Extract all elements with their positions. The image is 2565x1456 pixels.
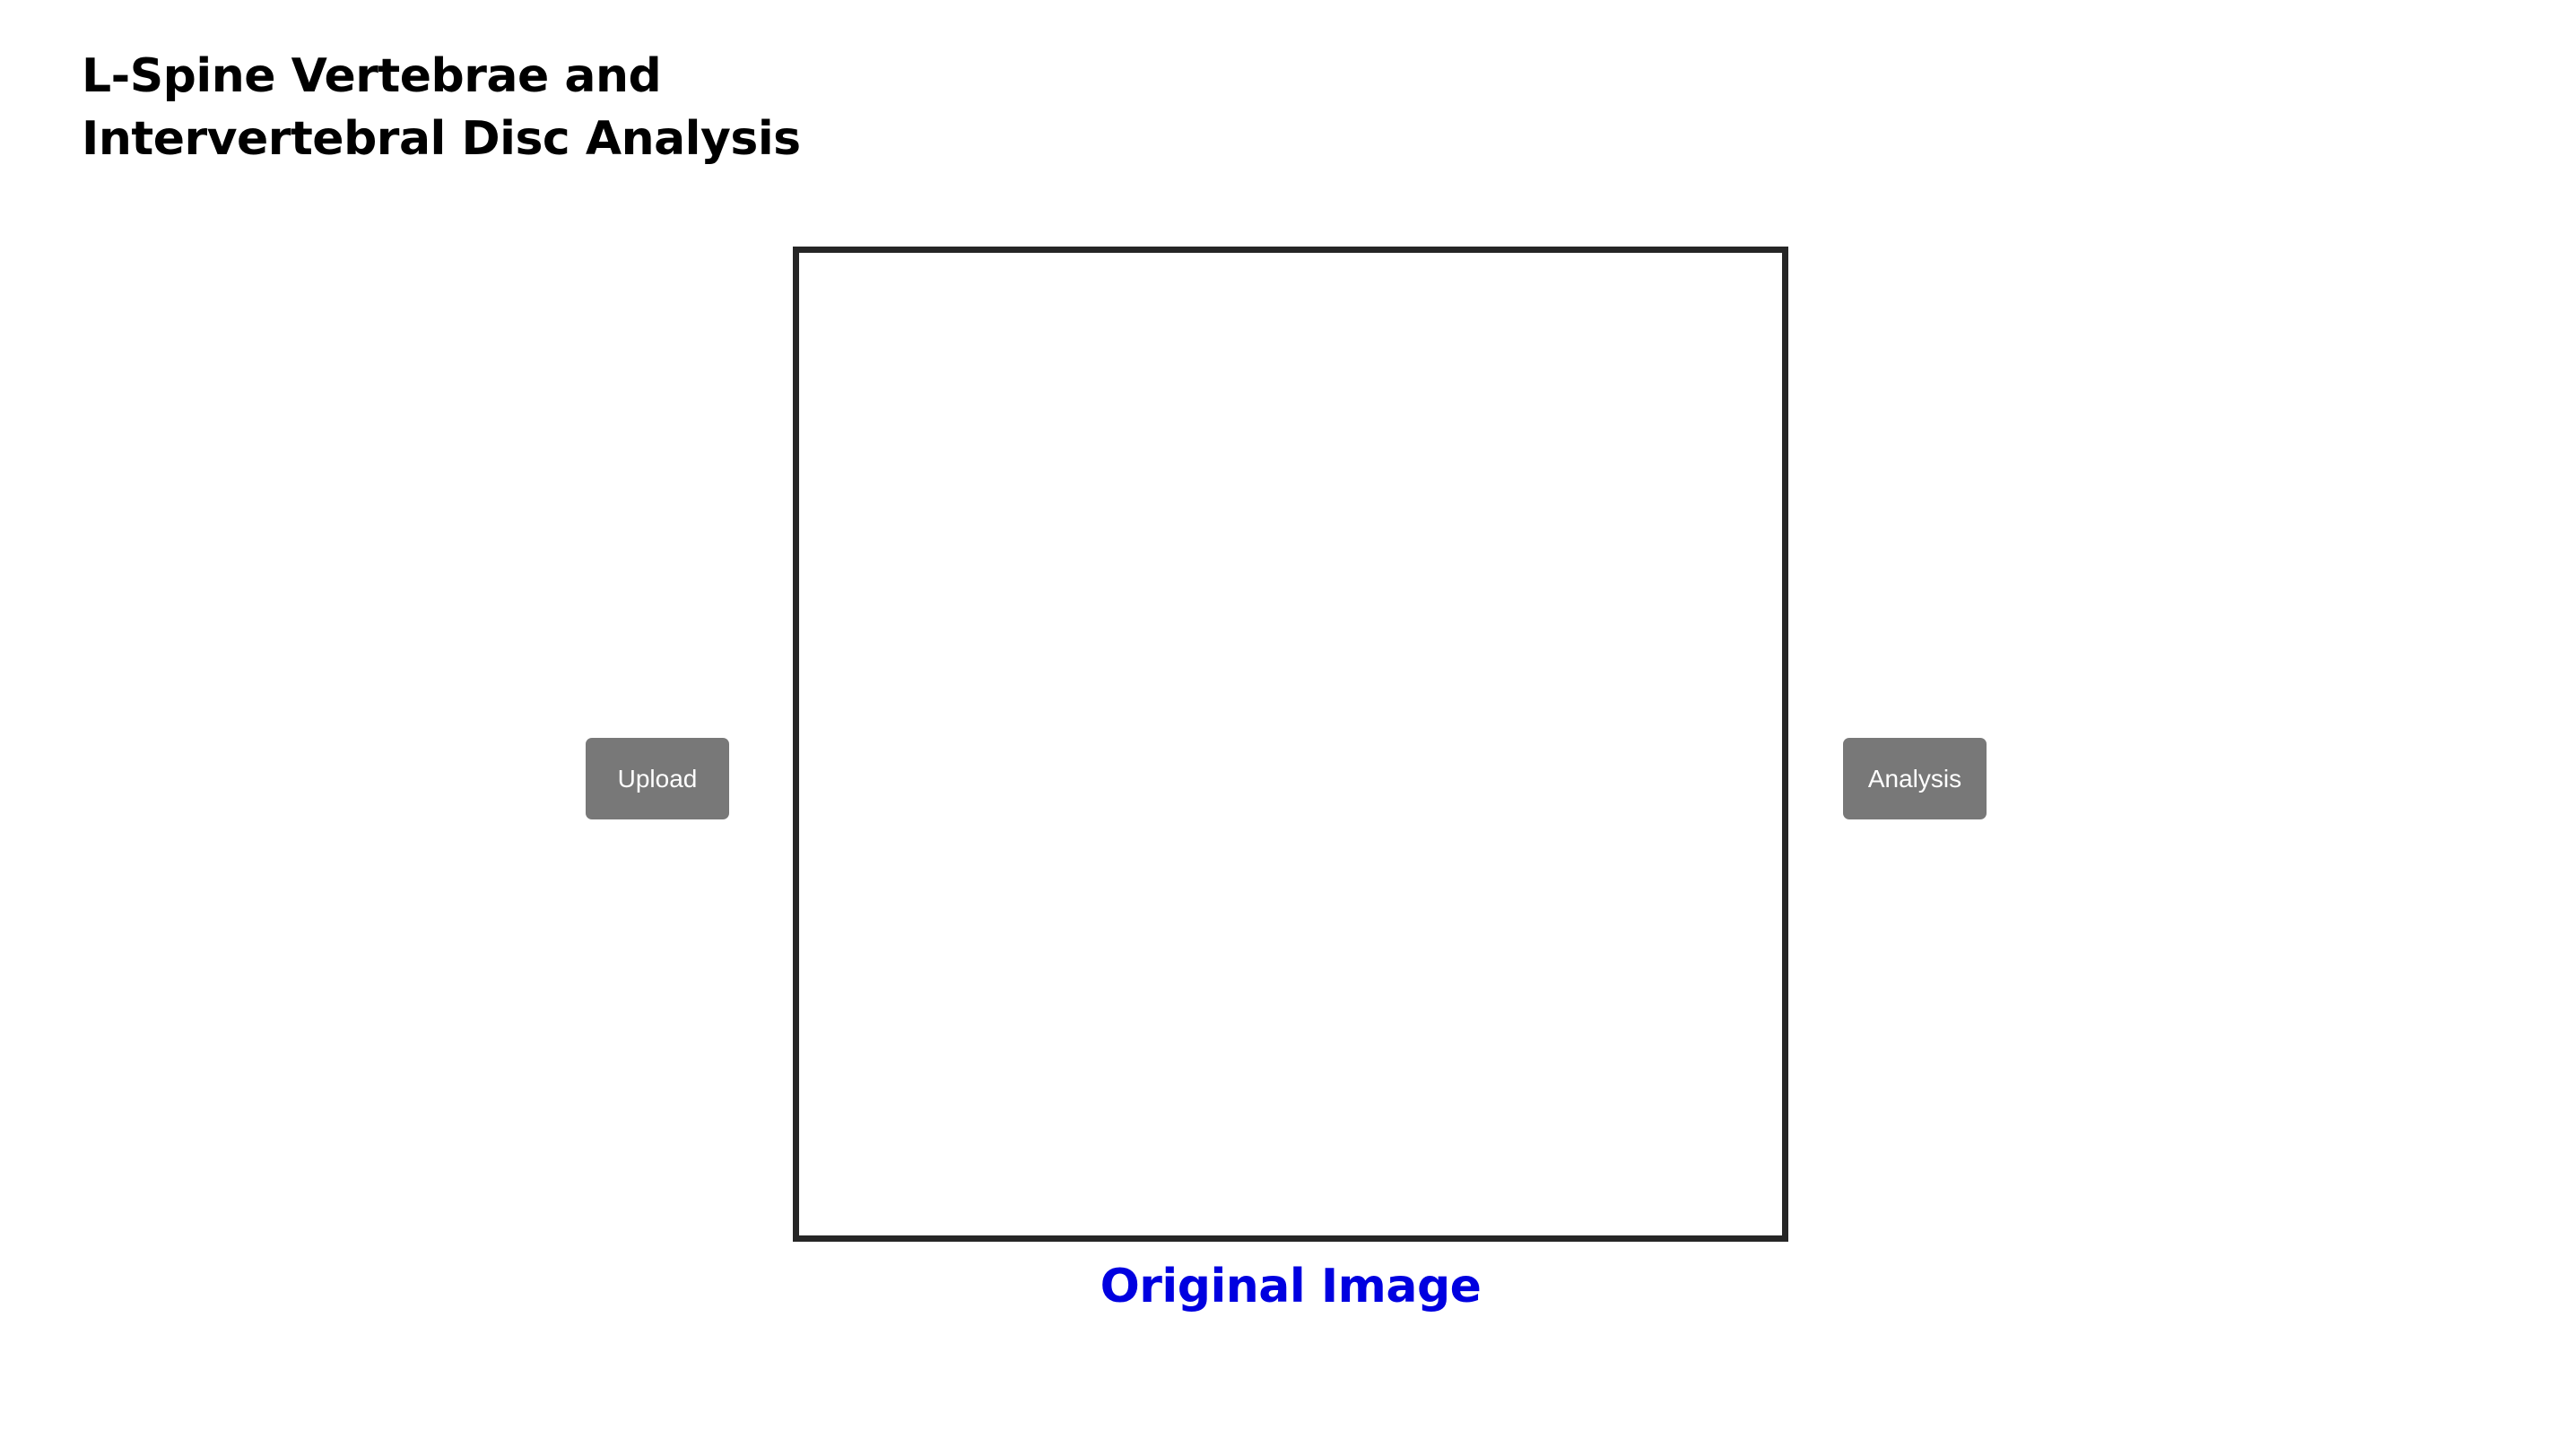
page-title-line-2: Intervertebral Disc Analysis (82, 112, 801, 166)
analysis-button[interactable]: Analysis (1843, 738, 1987, 819)
original-image-frame (793, 247, 1788, 1242)
upload-button[interactable]: Upload (586, 738, 729, 819)
original-image-caption: Original Image (1100, 1260, 1482, 1313)
page-title-line-1: L-Spine Vertebrae and (82, 49, 662, 103)
page-title: L-Spine Vertebrae and Intervertebral Dis… (82, 45, 889, 170)
